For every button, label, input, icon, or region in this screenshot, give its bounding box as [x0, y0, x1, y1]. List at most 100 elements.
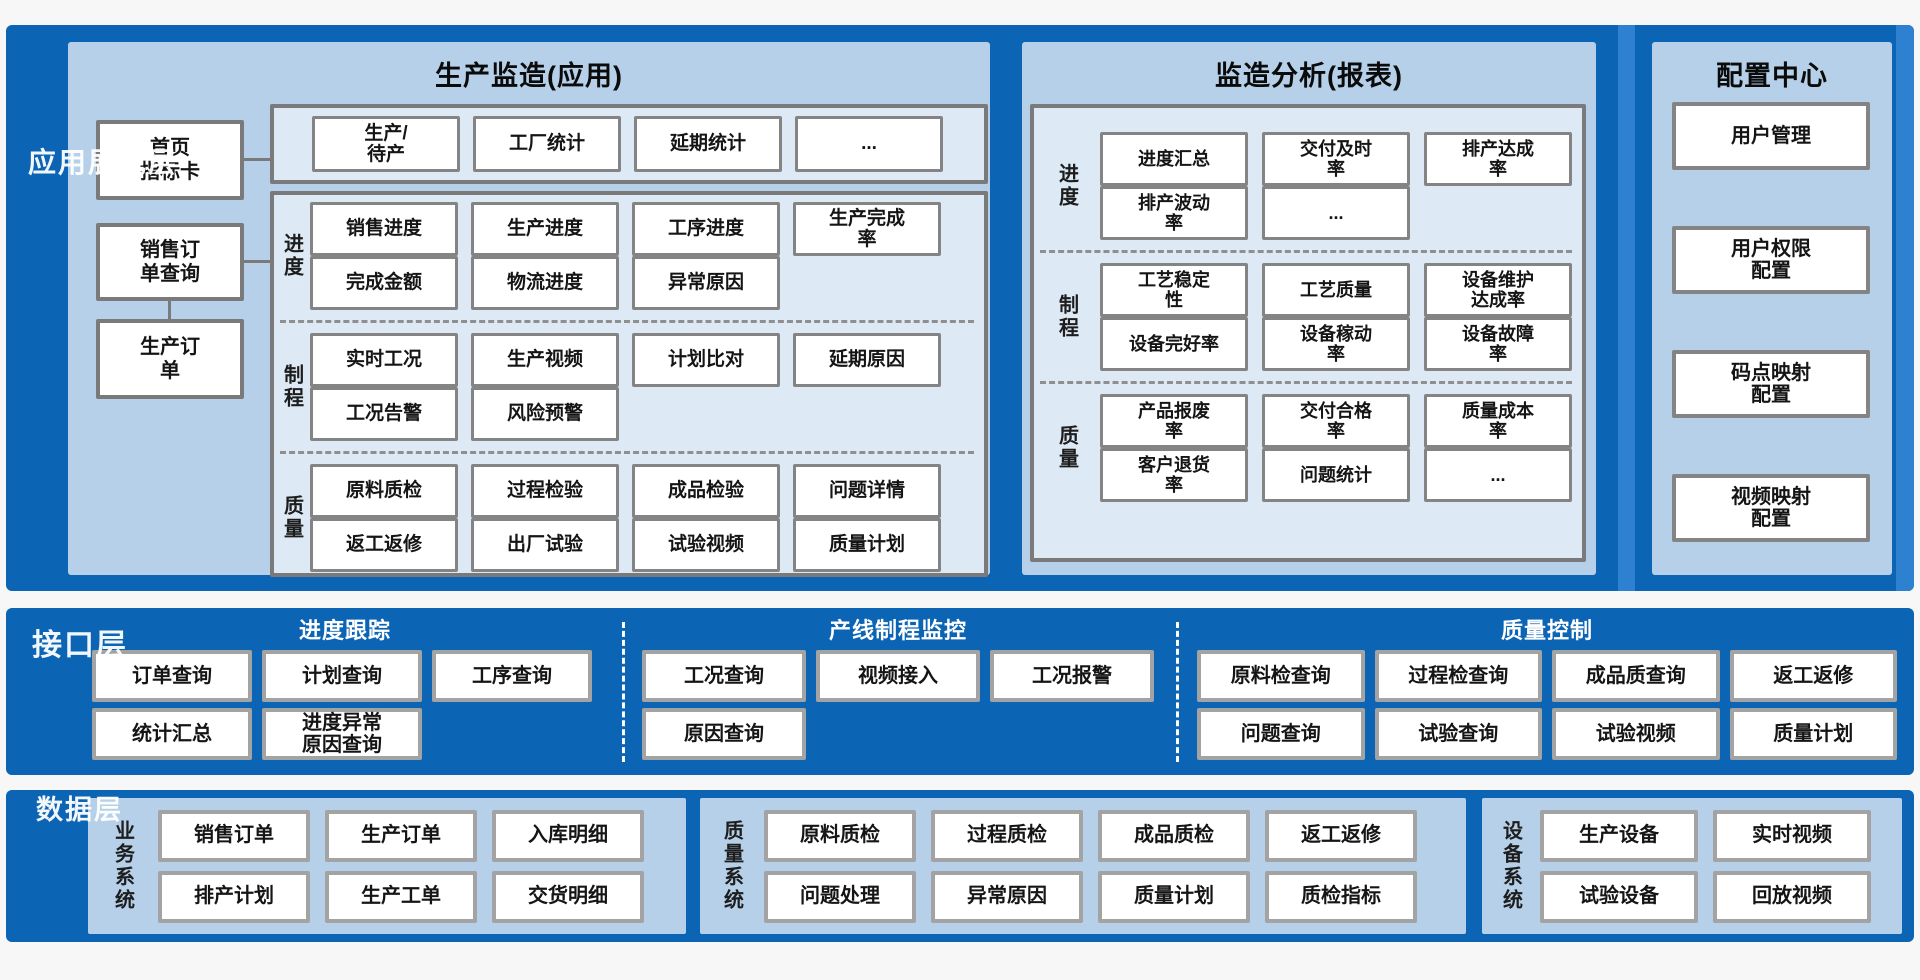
- analysis-subpanel: 进度 进度汇总交付及时 率排产达成 率 排产波动 率... 制程 工艺稳定 性工…: [1030, 104, 1586, 562]
- business-system-row-1: 销售订单生产订单入库明细: [158, 809, 644, 862]
- diagram-node: 交货明细: [492, 870, 644, 923]
- diagram-node: 生产/ 待产: [312, 116, 460, 172]
- diagram-node: 销售进度: [310, 202, 458, 256]
- process-group-label: 制程: [280, 364, 303, 410]
- diagram-node: 生产完成 率: [793, 202, 941, 256]
- diagram-node: 工厂统计: [473, 116, 621, 172]
- diagram-node: 试验查询: [1374, 708, 1542, 760]
- business-system-row-2: 排产计划生产工单交货明细: [158, 870, 644, 923]
- dashed-separator: [1040, 250, 1572, 253]
- process-report-group-label: 制程: [1055, 294, 1078, 340]
- config-panel-title: 配置中心: [1716, 61, 1828, 91]
- quality-report-group: 质量 产品报废 率交付合格 率质量成本 率 客户退货 率问题统计...: [1034, 394, 1582, 502]
- diagram-node: 返工返修: [310, 518, 458, 572]
- progress-report-row-2: 排产波动 率...: [1100, 186, 1572, 240]
- accent-stripe: [1618, 25, 1635, 591]
- process-group: 制程 实时工况生产视频计划比对延期原因 工况告警风险预警: [274, 333, 984, 441]
- diagram-node: 试验视频: [1552, 708, 1720, 760]
- diagram-node: 完成金额: [310, 256, 458, 310]
- progress-row-1: 销售进度生产进度工序进度生产完成 率: [310, 202, 941, 256]
- quality-control-row-1: 原料检查询过程检查询成品质查询返工返修: [1197, 650, 1897, 702]
- process-report-row-2: 设备完好率设备稼动 率设备故障 率: [1100, 317, 1572, 371]
- progress-report-group: 进度 进度汇总交付及时 率排产达成 率 排产波动 率...: [1034, 132, 1582, 240]
- production-panel-title: 生产监造(应用): [435, 61, 623, 91]
- process-row-2: 工况告警风险预警: [310, 387, 941, 441]
- dashed-divider: [1176, 622, 1179, 762]
- quality-row-1: 原料质检过程检验成品检验问题详情: [310, 464, 941, 518]
- diagram-node: 实时工况: [310, 333, 458, 387]
- diagram-node: ...: [1424, 448, 1572, 502]
- diagram-node: 延期统计: [634, 116, 782, 172]
- diagram-node: 工况报警: [990, 650, 1154, 702]
- diagram-node: 成品检验: [632, 464, 780, 518]
- diagram-node: 排产达成 率: [1424, 132, 1572, 186]
- analysis-panel-title: 监造分析(报表): [1215, 61, 1403, 91]
- line-process-monitor-title: 产线制程监控: [828, 618, 967, 643]
- diagram-node: 视频映射 配置: [1672, 474, 1870, 542]
- diagram-node: 生产设备: [1540, 809, 1698, 862]
- diagram-node: 计划查询: [262, 650, 422, 702]
- diagram-node: 工况告警: [310, 387, 458, 441]
- diagram-node: 设备故障 率: [1424, 317, 1572, 371]
- diagram-node: 返工返修: [1729, 650, 1897, 702]
- diagram-node: 订单查询: [92, 650, 252, 702]
- diagram-node: 进度异常 原因查询: [262, 708, 422, 760]
- diagram-node: 问题处理: [764, 870, 916, 923]
- quality-control-title: 质量控制: [1500, 618, 1593, 643]
- diagram-node: 设备维护 达成率: [1424, 263, 1572, 317]
- process-row-1: 实时工况生产视频计划比对延期原因: [310, 333, 941, 387]
- diagram-node: 成品质查询: [1552, 650, 1720, 702]
- diagram-node: 返工返修: [1265, 809, 1417, 862]
- dashed-separator: [1040, 381, 1572, 384]
- diagram-node: 试验设备: [1540, 870, 1698, 923]
- dashed-separator: [280, 320, 974, 323]
- progress-tracking-title: 进度跟踪: [298, 618, 391, 643]
- config-center-panel: 配置中心 用户管理用户权限 配置码点映射 配置视频映射 配置: [1652, 42, 1892, 575]
- connector-line: [244, 260, 272, 263]
- line-process-row-1: 工况查询视频接入工况报警: [642, 650, 1154, 702]
- diagram-node: 工艺稳定 性: [1100, 263, 1248, 317]
- diagram-node: 交付合格 率: [1262, 394, 1410, 448]
- diagram-node: 问题详情: [793, 464, 941, 518]
- quality-report-row-2: 客户退货 率问题统计...: [1100, 448, 1572, 502]
- diagram-node: 问题查询: [1197, 708, 1365, 760]
- diagram-node: 统计汇总: [92, 708, 252, 760]
- diagram-node: 销售订单: [158, 809, 310, 862]
- diagram-node: 出厂试验: [471, 518, 619, 572]
- business-system-panel: 业务系统 销售订单生产订单入库明细 排产计划生产工单交货明细: [88, 798, 686, 934]
- equipment-system-row-1: 生产设备实时视频: [1540, 809, 1871, 862]
- progress-tracking-row-1: 订单查询计划查询工序查询: [92, 650, 598, 702]
- quality-system-label: 质量系统: [720, 820, 743, 912]
- connector-line: [244, 158, 272, 161]
- progress-report-group-label: 进度: [1055, 163, 1078, 209]
- diagram-node: 计划比对: [632, 333, 780, 387]
- quality-system-panel: 质量系统 原料质检过程质检成品质检返工返修 问题处理异常原因质量计划质检指标: [700, 798, 1466, 934]
- diagram-node: 风险预警: [471, 387, 619, 441]
- diagram-node: 物流进度: [471, 256, 619, 310]
- diagram-node: 入库明细: [492, 809, 644, 862]
- diagram-node: 产品报废 率: [1100, 394, 1248, 448]
- overview-subpanel: 生产/ 待产工厂统计延期统计...: [270, 104, 988, 184]
- production-order-node: 生产订 单: [96, 319, 244, 399]
- diagram-node: 视频接入: [816, 650, 980, 702]
- equipment-system-row-2: 试验设备回放视频: [1540, 870, 1871, 923]
- diagram-node: 交付及时 率: [1262, 132, 1410, 186]
- diagram-node: 进度汇总: [1100, 132, 1248, 186]
- diagram-node: 用户管理: [1672, 102, 1870, 170]
- business-system-label: 业务系统: [111, 820, 134, 912]
- diagram-node: 实时视频: [1713, 809, 1871, 862]
- app-presentation-layer-band: 应用展现层 生产监造(应用) 首页 指标卡 销售订 单查询 生产订 单 生产/ …: [6, 25, 1914, 591]
- line-process-row-2: 原因查询: [642, 708, 1154, 760]
- diagram-node: 生产订单: [325, 809, 477, 862]
- accent-stripe: [1896, 25, 1914, 591]
- diagram-node: 回放视频: [1713, 870, 1871, 923]
- progress-group: 进度 销售进度生产进度工序进度生产完成 率 完成金额物流进度异常原因: [274, 202, 984, 310]
- diagram-node: 生产工单: [325, 870, 477, 923]
- quality-control-group: 质量控制 原料检查询过程检查询成品质查询返工返修 问题查询试验查询试验视频质量计…: [1197, 616, 1897, 766]
- diagram-node: 质量成本 率: [1424, 394, 1572, 448]
- equipment-system-label: 设备系统: [1499, 820, 1522, 912]
- app-layer-label: 应用展现层: [28, 147, 179, 178]
- line-process-monitor-group: 产线制程监控 工况查询视频接入工况报警 原因查询: [642, 616, 1154, 766]
- diagram-node: ...: [1262, 186, 1410, 240]
- home-indicator-card-node: 首页 指标卡: [96, 120, 244, 200]
